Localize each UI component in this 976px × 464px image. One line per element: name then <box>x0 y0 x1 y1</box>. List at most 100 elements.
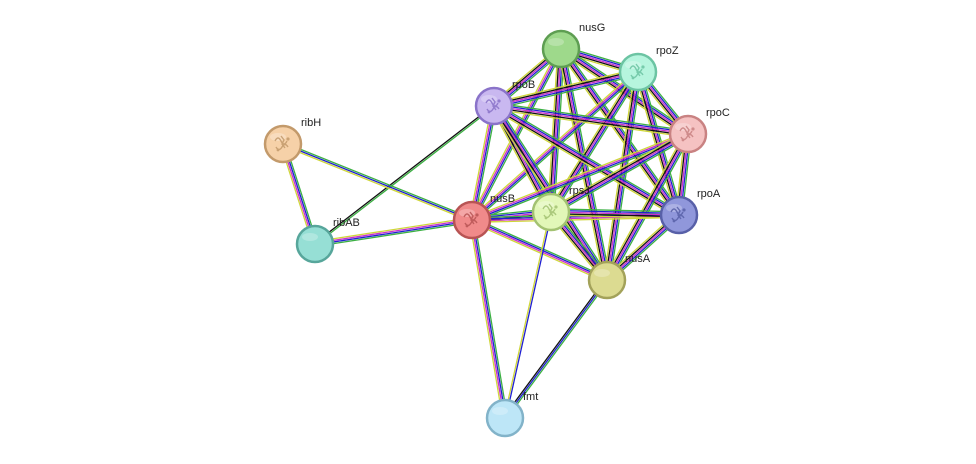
edge-strand <box>606 133 689 281</box>
edge-ribH-nusB <box>281 141 474 223</box>
edge-strand <box>473 218 509 419</box>
edge-rpoZ-rpoB <box>492 68 640 110</box>
node-highlight <box>481 95 497 103</box>
edge-strand <box>548 70 638 212</box>
edge-strand <box>471 132 689 220</box>
node-rpoZ[interactable]: rpoZ <box>618 45 679 92</box>
node-rpsJ[interactable]: rpsJ <box>531 185 590 232</box>
edge-strand <box>471 211 680 219</box>
edge-strand <box>314 218 473 244</box>
edge-strand <box>503 211 551 419</box>
node-nusA[interactable]: nusA <box>587 253 651 300</box>
edge-strand <box>494 102 682 213</box>
node-label: rpoZ <box>656 45 679 57</box>
node-layer: nusG rpoZ rpoB rpoC ribH nusB rpsJ rpoA ribAB nus… <box>263 22 730 438</box>
node-rpoC[interactable]: rpoC <box>668 107 730 154</box>
edge-strand <box>493 105 689 135</box>
edge-nusB-fmt <box>468 218 509 420</box>
edge-strand <box>550 214 680 219</box>
edge-strand <box>313 216 473 243</box>
edge-strand <box>471 134 689 222</box>
node-circle[interactable] <box>295 224 335 264</box>
node-highlight <box>548 38 564 46</box>
edge-strand <box>473 105 498 222</box>
edge-strand <box>560 48 680 216</box>
edge-strand <box>550 133 689 213</box>
node-rpoA[interactable]: rpoA <box>659 188 721 235</box>
edge-nusB-nusA <box>470 217 609 283</box>
edge-strand <box>493 102 690 132</box>
edge-strand <box>472 219 507 419</box>
edge-strand <box>493 105 680 216</box>
edge-rpoB-nusB <box>468 104 498 222</box>
node-highlight <box>666 204 682 212</box>
edge-strand <box>494 104 609 280</box>
node-nusB[interactable]: nusB <box>452 193 515 240</box>
node-label: ribAB <box>333 217 360 229</box>
edge-strand <box>551 72 641 214</box>
edge-strand <box>471 215 680 222</box>
edge-rpsJ-fmt <box>503 211 553 419</box>
edge-strand <box>314 221 474 248</box>
edge-strand <box>607 71 641 281</box>
edge-rpoB-ribAB <box>313 104 496 246</box>
edge-rpoB-rpoC <box>492 102 690 138</box>
edge-strand <box>471 218 608 280</box>
node-highlight <box>594 269 610 277</box>
edge-strand <box>281 144 473 223</box>
node-rpoB[interactable]: rpoB <box>474 79 535 126</box>
edge-strand <box>314 220 473 246</box>
edge-strand <box>472 217 609 279</box>
protein-structure-icon <box>679 125 695 142</box>
edge-strand <box>493 103 689 134</box>
edge-strand <box>313 104 495 245</box>
node-highlight <box>625 61 641 69</box>
edge-nusB-rpoA <box>471 211 680 224</box>
node-label: rpoA <box>697 188 721 200</box>
node-ribH[interactable]: ribH <box>263 117 321 164</box>
edge-strand <box>493 71 639 107</box>
node-label: rpoB <box>512 79 535 91</box>
node-highlight <box>538 201 554 209</box>
protein-structure-icon <box>485 97 501 114</box>
node-nusG[interactable]: nusG <box>541 22 605 69</box>
protein-structure-icon <box>629 63 645 80</box>
node-label: rpoC <box>706 107 730 119</box>
edge-strand <box>470 131 688 219</box>
edge-strand <box>282 143 473 221</box>
edge-strand <box>505 211 553 419</box>
edge-nusA-fmt <box>503 278 609 420</box>
edge-strand <box>472 105 496 221</box>
edge-strand <box>494 74 640 110</box>
protein-structure-icon <box>463 211 479 228</box>
edge-strand <box>550 211 680 216</box>
node-fmt[interactable]: fmt <box>485 391 538 438</box>
edge-strand <box>550 208 680 213</box>
node-circle[interactable] <box>587 260 627 300</box>
edge-strand <box>468 104 493 221</box>
edge-strand <box>471 213 680 220</box>
edge-rpoB-rpoA <box>491 102 682 219</box>
node-label: nusA <box>625 253 651 265</box>
node-label: nusG <box>579 22 605 34</box>
edge-rpoZ-nusA <box>603 70 642 282</box>
edge-strand <box>470 221 607 283</box>
edge-strand <box>553 73 642 215</box>
node-label: fmt <box>523 391 538 403</box>
edge-strand <box>468 219 504 420</box>
edge-strand <box>504 279 608 419</box>
node-circle[interactable] <box>485 398 525 438</box>
edge-strand <box>494 103 681 215</box>
node-circle[interactable] <box>541 29 581 69</box>
edge-strand <box>492 108 689 138</box>
edge-strand <box>472 73 641 223</box>
node-highlight <box>459 209 475 217</box>
edge-strand <box>550 212 680 218</box>
edge-strand <box>606 71 639 281</box>
edge-strand <box>473 49 564 222</box>
edge-strand <box>609 71 642 282</box>
node-ribAB[interactable]: ribAB <box>295 217 360 264</box>
edge-strand <box>603 131 686 280</box>
edge-strand <box>470 105 494 221</box>
